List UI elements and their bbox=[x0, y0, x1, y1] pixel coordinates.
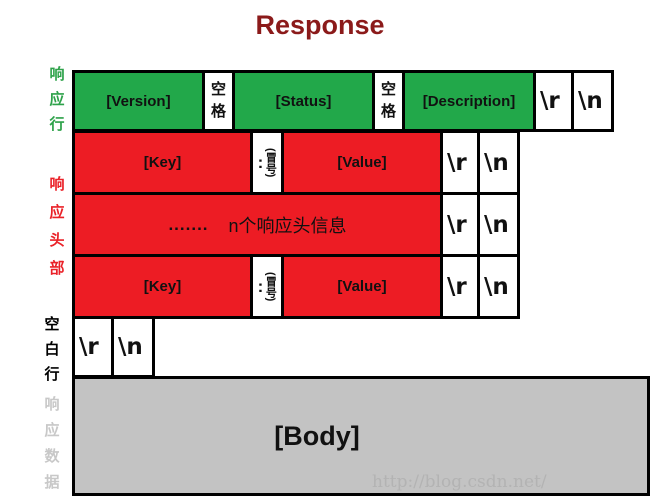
more-headers-text: n个响应头信息 bbox=[228, 215, 347, 236]
version-text: [Version] bbox=[106, 92, 171, 110]
lf-text: \n bbox=[484, 211, 509, 238]
colon-note-text: (冒号) bbox=[264, 147, 277, 178]
lf-cell: \n bbox=[480, 195, 517, 254]
headers-label: 响应头部 bbox=[49, 176, 65, 277]
description-cell: [Description] bbox=[405, 73, 533, 129]
key-cell: [Key] bbox=[75, 257, 250, 316]
lf-cell: \n bbox=[574, 73, 611, 129]
status-text: [Status] bbox=[275, 92, 332, 110]
lf-cell: \n bbox=[480, 133, 517, 192]
cr-text: \r bbox=[447, 273, 467, 300]
headers-box: [Key] : (冒号) [Value] \r \n ....... n个响应头… bbox=[72, 130, 520, 319]
header-row: ....... n个响应头信息 \r \n bbox=[75, 195, 517, 254]
lf-text: \n bbox=[578, 88, 603, 114]
colon-cell: : (冒号) bbox=[253, 133, 281, 192]
cr-text: \r bbox=[447, 211, 467, 238]
key-cell: [Key] bbox=[75, 133, 250, 192]
blank-line-box: \r \n bbox=[72, 316, 155, 378]
lf-text: \n bbox=[484, 273, 509, 300]
body-label: 响应数据 bbox=[44, 396, 60, 491]
key-text: [Key] bbox=[143, 278, 182, 295]
key-text: [Key] bbox=[143, 154, 182, 171]
lf-text: \n bbox=[118, 334, 143, 360]
value-text: [Value] bbox=[337, 278, 387, 295]
space-cell: 空格 bbox=[205, 73, 232, 129]
space-cell: 空格 bbox=[375, 73, 402, 129]
status-line-box: [Version] 空格 [Status] 空格 [Description] \… bbox=[72, 70, 614, 132]
cr-cell: \r bbox=[443, 133, 477, 192]
value-cell: [Value] bbox=[284, 133, 440, 192]
lf-text: \n bbox=[484, 149, 509, 176]
status-line-label: 响应行 bbox=[49, 66, 65, 133]
cr-text: \r bbox=[540, 88, 560, 114]
blank-line-label: 空白行 bbox=[44, 316, 60, 383]
colon-text: : bbox=[257, 276, 264, 296]
lf-cell: \n bbox=[480, 257, 517, 316]
description-text: [Description] bbox=[422, 92, 516, 110]
body-text: [Body] bbox=[274, 420, 360, 451]
space-text: 空格 bbox=[380, 81, 396, 120]
header-row: [Key] : (冒号) [Value] \r \n bbox=[75, 133, 517, 192]
colon-note-text: (冒号) bbox=[264, 271, 277, 302]
ellipsis-text: ....... bbox=[168, 214, 209, 234]
cr-cell: \r bbox=[443, 195, 477, 254]
space-text: 空格 bbox=[210, 81, 226, 120]
watermark: http://blog.csdn.net/ bbox=[372, 472, 547, 492]
lf-cell: \n bbox=[114, 319, 152, 375]
colon-cell: : (冒号) bbox=[253, 257, 281, 316]
cr-text: \r bbox=[447, 149, 467, 176]
more-headers-cell: ....... n个响应头信息 bbox=[75, 195, 440, 254]
cr-text: \r bbox=[79, 334, 99, 360]
body-box: [Body] bbox=[72, 376, 650, 496]
header-row: [Key] : (冒号) [Value] \r \n bbox=[75, 257, 517, 316]
value-text: [Value] bbox=[337, 154, 387, 171]
colon-text: : bbox=[257, 152, 264, 172]
version-cell: [Version] bbox=[75, 73, 202, 129]
status-cell: [Status] bbox=[235, 73, 372, 129]
cr-cell: \r bbox=[443, 257, 477, 316]
cr-cell: \r bbox=[536, 73, 571, 129]
diagram-title: Response bbox=[255, 10, 385, 40]
value-cell: [Value] bbox=[284, 257, 440, 316]
cr-cell: \r bbox=[75, 319, 111, 375]
